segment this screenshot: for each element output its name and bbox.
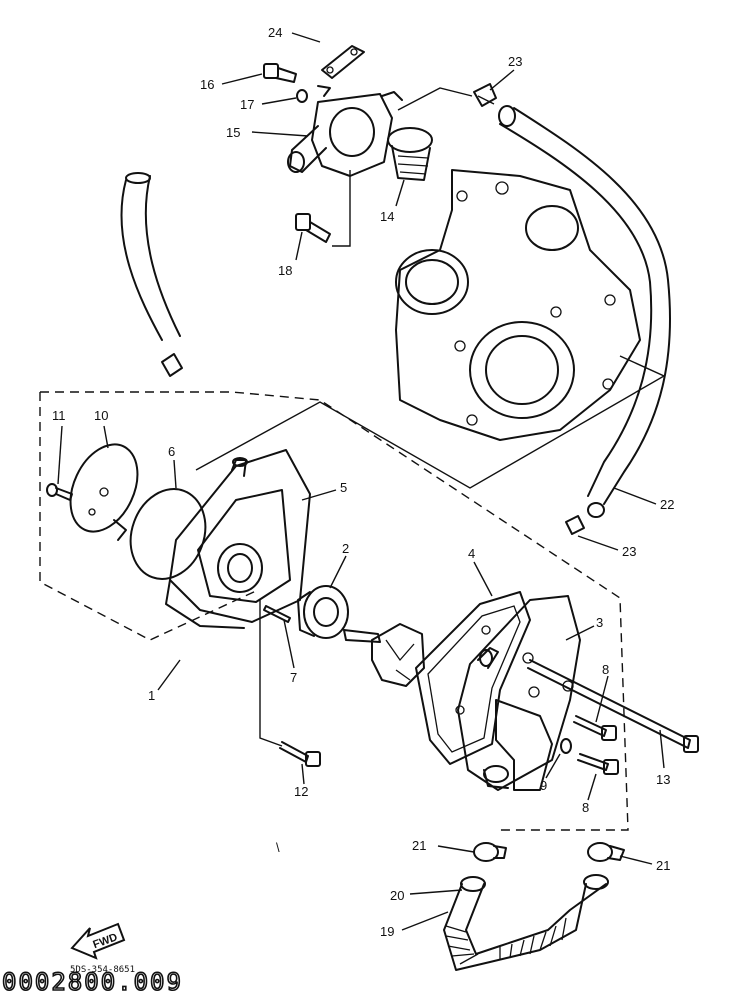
thermostat <box>387 127 433 181</box>
bolt-13 <box>527 659 699 753</box>
pump-cover <box>457 595 581 791</box>
leader-lines <box>57 32 665 931</box>
label-19: 19 <box>380 924 394 939</box>
label-14: 14 <box>380 209 394 224</box>
label-20: 20 <box>390 888 404 903</box>
hose-22 <box>498 105 671 518</box>
bolt-8-lower <box>577 753 619 775</box>
engine-housing <box>395 169 641 441</box>
washer-17 <box>296 89 308 103</box>
label-18: 18 <box>278 263 292 278</box>
label-17: 17 <box>240 97 254 112</box>
corrugated-hose <box>443 874 609 971</box>
o-ring <box>129 488 207 580</box>
label-8-upper: 8 <box>602 662 609 677</box>
thermostat-cover <box>287 85 403 177</box>
label-6: 6 <box>168 444 175 459</box>
hose-clamp-21-left <box>473 842 507 862</box>
label-21-left: 21 <box>412 838 426 853</box>
label-2: 2 <box>342 541 349 556</box>
label-22: 22 <box>660 497 674 512</box>
label-16: 16 <box>200 77 214 92</box>
small-code: 5DS-354-8651 <box>70 965 135 975</box>
label-7: 7 <box>290 670 297 685</box>
label-23-mid: 23 <box>622 544 636 559</box>
gasket <box>415 591 531 765</box>
label-5: 5 <box>340 480 347 495</box>
bolt-18 <box>295 213 331 243</box>
stray-mark: \ <box>276 840 280 855</box>
bolt-16 <box>263 63 297 83</box>
label-11: 11 <box>52 408 66 423</box>
label-9: 9 <box>540 778 547 793</box>
label-1: 1 <box>148 688 155 703</box>
label-21-right: 21 <box>656 858 670 873</box>
screw-11 <box>46 483 73 501</box>
label-15: 15 <box>226 125 240 140</box>
washer-9 <box>560 738 572 754</box>
cover-plate <box>69 443 139 541</box>
hose-clamp-23-mid <box>565 515 585 535</box>
assembly-outline <box>39 391 629 831</box>
label-12: 12 <box>294 784 308 799</box>
diagram-code: 0002800.009 <box>2 968 183 994</box>
hose-clamp-21-right <box>587 842 625 862</box>
label-10: 10 <box>94 408 108 423</box>
label-8-lower: 8 <box>582 800 589 815</box>
label-23-top: 23 <box>508 54 522 69</box>
impeller <box>343 623 425 687</box>
pump-housing <box>165 449 311 629</box>
label-4: 4 <box>468 546 475 561</box>
label-24: 24 <box>268 25 282 40</box>
outlet-elbow <box>483 699 553 791</box>
label-3: 3 <box>596 615 603 630</box>
hose-left <box>120 172 181 341</box>
label-13: 13 <box>656 772 670 787</box>
bearing <box>297 585 349 639</box>
part-labels: 24 23 16 17 15 14 18 11 10 6 5 2 22 23 4… <box>52 25 674 939</box>
hose-clamp-23-top <box>473 83 497 107</box>
bolt-8-upper <box>573 715 617 741</box>
fwd-arrow-icon: FWD <box>70 922 126 960</box>
hose-clamp-top-left <box>161 353 183 377</box>
pin <box>263 605 291 623</box>
bolt-12 <box>279 741 321 767</box>
gasket-plate <box>321 45 365 79</box>
